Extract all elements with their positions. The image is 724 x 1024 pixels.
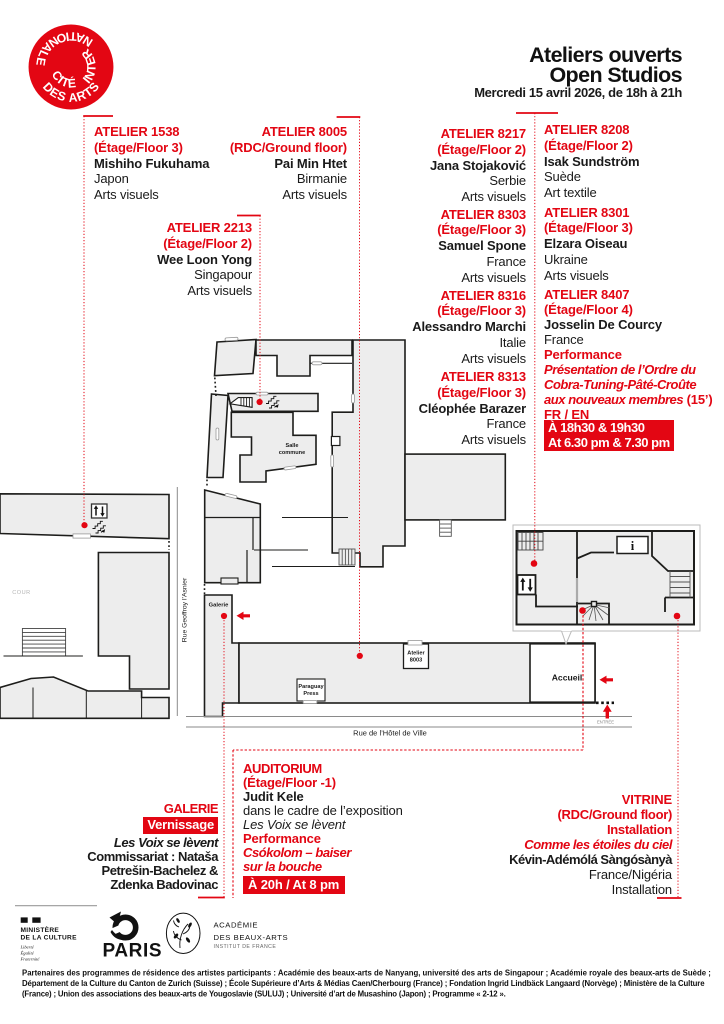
svg-text:Liberté: Liberté xyxy=(20,945,35,950)
svg-text:Égalité: Égalité xyxy=(20,951,35,956)
svg-text:INTER: INTER xyxy=(78,46,98,86)
svg-text:Salle: Salle xyxy=(285,443,298,449)
svg-text:Fraternité: Fraternité xyxy=(20,957,41,962)
svg-text:(France) ; Union des associati: (France) ; Union des associations des be… xyxy=(22,990,506,999)
svg-text:Rue Geoffroy l’Asnier: Rue Geoffroy l’Asnier xyxy=(182,577,189,642)
svg-text:ENTRÉE: ENTRÉE xyxy=(597,720,614,725)
svg-text:MINISTÈRE: MINISTÈRE xyxy=(21,925,60,934)
svg-text:commune: commune xyxy=(279,450,305,456)
svg-text:Partenaires des programmes de: Partenaires des programmes de résidence … xyxy=(22,969,711,978)
svg-text:Press: Press xyxy=(303,691,318,697)
svg-text:i: i xyxy=(631,539,635,553)
svg-text:Département de la Culture du C: Département de la Culture du Canton de Z… xyxy=(22,979,705,988)
svg-text:DES BEAUX-ARTS: DES BEAUX-ARTS xyxy=(214,933,289,942)
svg-text:DE LA CULTURE: DE LA CULTURE xyxy=(21,935,78,942)
svg-text:ACADÉMIE: ACADÉMIE xyxy=(214,921,259,930)
svg-text:Galerie: Galerie xyxy=(209,603,229,609)
svg-text:INSTITUT DE FRANCE: INSTITUT DE FRANCE xyxy=(214,944,277,950)
svg-text:PARIS: PARIS xyxy=(103,941,163,962)
svg-text:Rue de l’Hôtel de Ville: Rue de l’Hôtel de Ville xyxy=(353,729,427,738)
svg-text:Atelier: Atelier xyxy=(407,651,425,657)
svg-text:Paraguay: Paraguay xyxy=(298,684,324,690)
svg-text:Accueil: Accueil xyxy=(552,673,583,683)
svg-text:COUR: COUR xyxy=(12,590,30,596)
svg-text:8003: 8003 xyxy=(410,658,422,664)
